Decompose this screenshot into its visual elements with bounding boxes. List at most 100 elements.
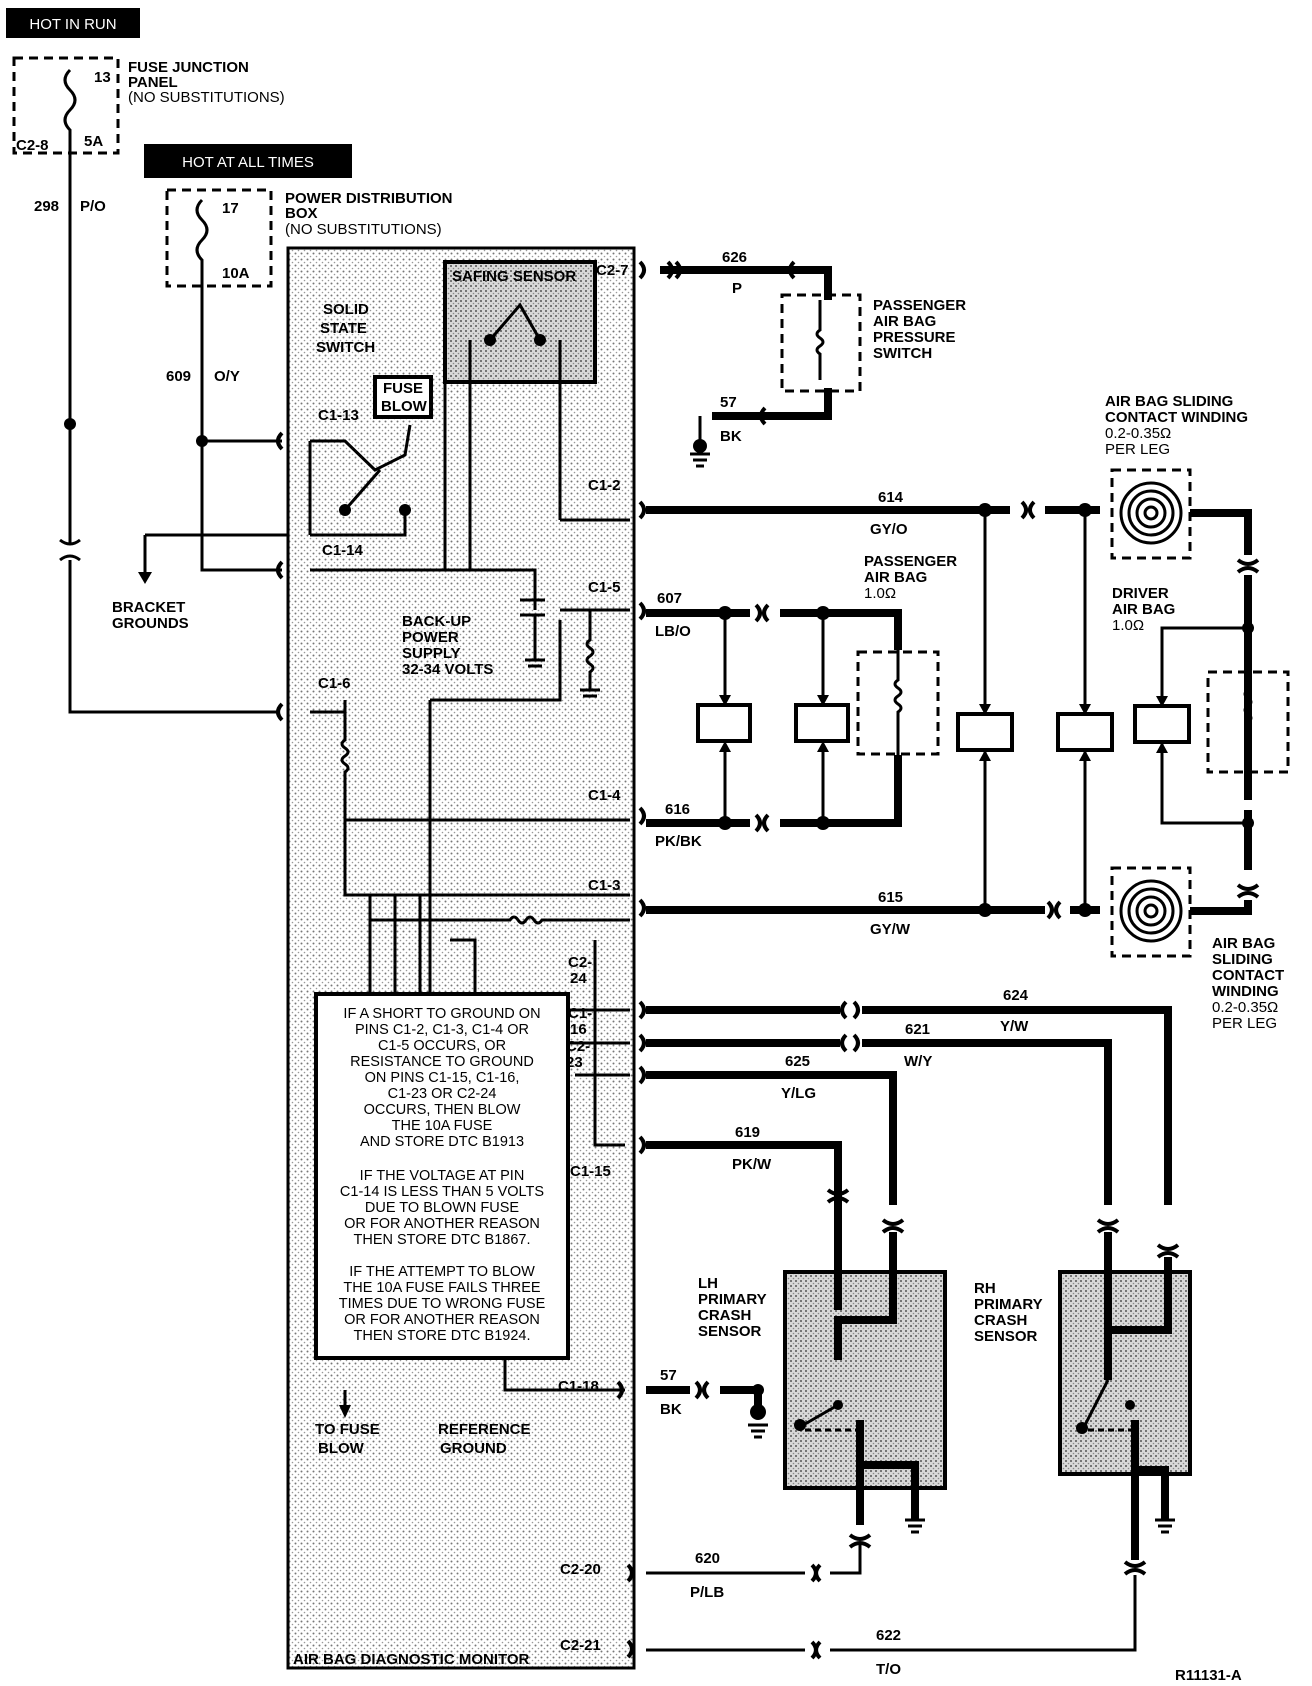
svg-text:CONTACT: CONTACT	[1212, 967, 1284, 984]
svg-text:BK: BK	[660, 1401, 682, 1418]
svg-text:AIR BAG: AIR BAG	[1112, 601, 1175, 618]
svg-text:1.0Ω: 1.0Ω	[864, 585, 896, 602]
pin-labels: C2-7 C1-13 C1-2 C1-14 C1-5 C1-6 C1-4 C1-…	[318, 262, 629, 1654]
svg-text:IF THE VOLTAGE AT PIN: IF THE VOLTAGE AT PIN	[360, 1168, 525, 1184]
svg-text:C1-5: C1-5	[588, 579, 621, 596]
svg-text:AIR BAG: AIR BAG	[873, 313, 936, 330]
svg-text:C2-: C2-	[566, 1038, 590, 1055]
svg-text:O/Y: O/Y	[214, 368, 240, 385]
sliding-contact-winding-bottom	[1110, 866, 1192, 958]
driver-sensing-blocks	[956, 510, 1248, 910]
svg-text:SUPPLY: SUPPLY	[402, 645, 461, 662]
monitor-connectors	[276, 260, 646, 1659]
svg-text:BRACKET: BRACKET	[112, 599, 185, 616]
svg-text:TIMES DUE TO WRONG FUSE: TIMES DUE TO WRONG FUSE	[339, 1296, 546, 1312]
svg-text:LB/O: LB/O	[655, 623, 691, 640]
svg-text:PASSENGER: PASSENGER	[873, 297, 966, 314]
svg-text:C1-6: C1-6	[318, 675, 351, 692]
svg-text:57: 57	[720, 394, 737, 411]
svg-text:BOX: BOX	[285, 205, 318, 222]
power-distribution-box: 17 10A POWER DISTRIBUTION BOX (NO SUBSTI…	[165, 188, 453, 300]
svg-text:23: 23	[566, 1054, 583, 1071]
svg-text:RESISTANCE TO GROUND: RESISTANCE TO GROUND	[350, 1054, 534, 1070]
svg-text:1.0Ω: 1.0Ω	[1112, 617, 1144, 634]
svg-text:POWER DISTRIBUTION: POWER DISTRIBUTION	[285, 190, 453, 207]
svg-text:(NO SUBSTITUTIONS): (NO SUBSTITUTIONS)	[285, 221, 442, 238]
svg-text:0.2-0.35Ω: 0.2-0.35Ω	[1212, 999, 1278, 1016]
svg-text:SENSOR: SENSOR	[698, 1323, 762, 1340]
svg-text:C1-13: C1-13	[318, 407, 359, 424]
svg-text:POWER: POWER	[402, 629, 459, 646]
svg-text:DRIVER: DRIVER	[1112, 585, 1169, 602]
air-bag-diagnostic-monitor: AIR BAG DIAGNOSTIC MONITOR SAFING SENSOR…	[286, 246, 636, 1670]
svg-text:616: 616	[665, 801, 690, 818]
svg-text:T/O: T/O	[876, 1661, 901, 1678]
svg-text:GROUNDS: GROUNDS	[112, 615, 189, 632]
svg-text:PER LEG: PER LEG	[1212, 1015, 1277, 1032]
svg-text:298: 298	[34, 198, 59, 215]
sensing-resistor-blocks	[696, 613, 850, 823]
svg-text:C2-: C2-	[568, 954, 592, 971]
svg-text:PK/BK: PK/BK	[655, 833, 702, 850]
svg-text:OR FOR ANOTHER REASON: OR FOR ANOTHER REASON	[344, 1312, 540, 1328]
svg-text:THE 10A FUSE: THE 10A FUSE	[392, 1118, 493, 1134]
svg-text:THEN STORE DTC B1867.: THEN STORE DTC B1867.	[353, 1232, 530, 1248]
svg-text:FUSE: FUSE	[383, 380, 423, 397]
svg-text:REFERENCE: REFERENCE	[438, 1421, 531, 1438]
sliding-contact-winding-top	[1110, 468, 1192, 560]
svg-text:AIR BAG: AIR BAG	[864, 569, 927, 586]
svg-text:AND STORE DTC B1913: AND STORE DTC B1913	[360, 1134, 524, 1150]
svg-text:Y/LG: Y/LG	[781, 1085, 816, 1102]
diagnostic-note: IF A SHORT TO GROUND ON PINS C1-2, C1-3,…	[339, 1006, 546, 1344]
svg-text:WINDING: WINDING	[1212, 983, 1279, 1000]
svg-text:AIR BAG DIAGNOSTIC MONITOR: AIR BAG DIAGNOSTIC MONITOR	[293, 1651, 530, 1668]
svg-text:SWITCH: SWITCH	[873, 345, 932, 362]
rh-primary-crash-sensor	[1058, 1232, 1192, 1560]
svg-text:621: 621	[905, 1021, 930, 1038]
svg-text:625: 625	[785, 1053, 810, 1070]
svg-text:C2-7: C2-7	[596, 262, 629, 279]
svg-text:GY/O: GY/O	[870, 521, 908, 538]
svg-text:C1-18: C1-18	[558, 1378, 599, 1395]
svg-text:FUSE JUNCTION: FUSE JUNCTION	[128, 59, 249, 76]
svg-text:RH: RH	[974, 1280, 996, 1297]
svg-text:609: 609	[166, 368, 191, 385]
svg-text:622: 622	[876, 1627, 901, 1644]
hot-in-run-header: HOT IN RUN	[6, 8, 140, 38]
svg-text:BLOW: BLOW	[318, 1440, 365, 1457]
svg-text:24: 24	[570, 970, 587, 987]
svg-text:16: 16	[570, 1021, 587, 1038]
svg-text:TO FUSE: TO FUSE	[315, 1421, 380, 1438]
svg-text:C2-20: C2-20	[560, 1561, 601, 1578]
svg-text:PRIMARY: PRIMARY	[974, 1296, 1043, 1313]
figure-id: R11131-A	[1175, 1667, 1242, 1684]
svg-text:P/LB: P/LB	[690, 1584, 724, 1601]
svg-text:C1-3: C1-3	[588, 877, 621, 894]
fuse-junction-panel: 13 5A C2-8 FUSE JUNCTION PANEL (NO SUBST…	[12, 56, 285, 162]
svg-text:PK/W: PK/W	[732, 1156, 772, 1173]
svg-text:AIR BAG: AIR BAG	[1212, 935, 1275, 952]
svg-text:GROUND: GROUND	[440, 1440, 507, 1457]
svg-text:THEN STORE DTC B1924.: THEN STORE DTC B1924.	[353, 1328, 530, 1344]
svg-text:CONTACT WINDING: CONTACT WINDING	[1105, 409, 1248, 426]
lh-primary-crash-sensor	[783, 1205, 947, 1534]
svg-text:(NO SUBSTITUTIONS): (NO SUBSTITUTIONS)	[128, 89, 285, 106]
svg-text:PRESSURE: PRESSURE	[873, 329, 956, 346]
driver-air-bag	[1206, 650, 1290, 790]
svg-text:32-34 VOLTS: 32-34 VOLTS	[402, 661, 493, 678]
svg-text:C2-21: C2-21	[560, 1637, 601, 1654]
svg-text:C1-: C1-	[568, 1005, 592, 1022]
svg-text:619: 619	[735, 1124, 760, 1141]
svg-text:C1-23 OR C2-24: C1-23 OR C2-24	[388, 1086, 497, 1102]
svg-text:C1-14 IS LESS THAN 5 VOLTS: C1-14 IS LESS THAN 5 VOLTS	[340, 1184, 544, 1200]
svg-text:IF A SHORT TO GROUND ON: IF A SHORT TO GROUND ON	[343, 1006, 540, 1022]
svg-text:626: 626	[722, 249, 747, 266]
svg-text:STATE: STATE	[320, 320, 367, 337]
svg-text:C1-4: C1-4	[588, 787, 621, 804]
svg-text:OR FOR ANOTHER REASON: OR FOR ANOTHER REASON	[344, 1216, 540, 1232]
svg-text:CRASH: CRASH	[698, 1307, 751, 1324]
svg-text:C1-15: C1-15	[570, 1163, 611, 1180]
svg-text:LH: LH	[698, 1275, 718, 1292]
svg-text:57: 57	[660, 1367, 677, 1384]
